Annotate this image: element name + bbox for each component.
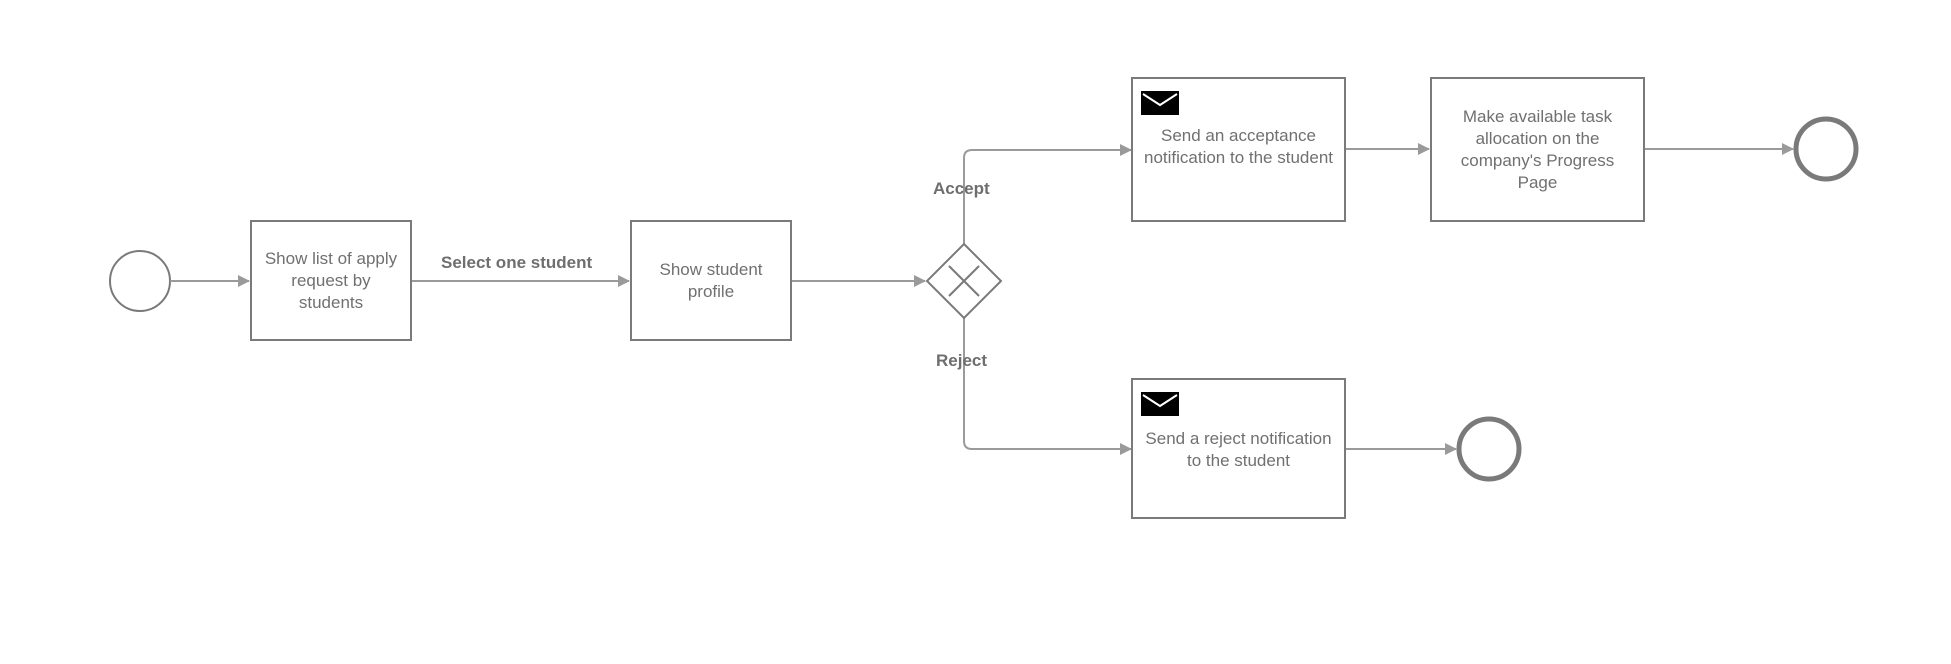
start-event[interactable] xyxy=(109,250,171,312)
task-show-list[interactable]: Show list of apply request by students xyxy=(250,220,412,341)
task-send-acceptance[interactable]: Send an acceptance notification to the s… xyxy=(1131,77,1346,222)
task-label: Show student profile xyxy=(659,259,763,301)
task-label: Send an acceptance notification to the s… xyxy=(1143,126,1334,167)
task-label: Make available task allocation on the co… xyxy=(1460,106,1615,192)
end-event-accept[interactable] xyxy=(1793,116,1859,182)
flow-label-accept: Accept xyxy=(933,179,990,198)
task-show-profile[interactable]: Show student profile xyxy=(630,220,792,341)
flow-accept[interactable] xyxy=(963,144,1132,245)
envelope-icon xyxy=(1141,392,1179,416)
task-label: Show list of apply request by students xyxy=(264,248,398,312)
task-make-available[interactable]: Make available task allocation on the co… xyxy=(1430,77,1645,222)
task-send-reject[interactable]: Send a reject notification to the studen… xyxy=(1131,378,1346,519)
exclusive-gateway[interactable] xyxy=(925,242,1003,320)
task-label: Send a reject notification to the studen… xyxy=(1145,429,1332,470)
flow-label-reject: Reject xyxy=(936,351,988,370)
envelope-icon xyxy=(1141,91,1179,115)
flow-reject[interactable] xyxy=(963,318,1132,455)
end-event-reject[interactable] xyxy=(1456,416,1522,482)
flow-label-select: Select one student xyxy=(441,253,593,272)
